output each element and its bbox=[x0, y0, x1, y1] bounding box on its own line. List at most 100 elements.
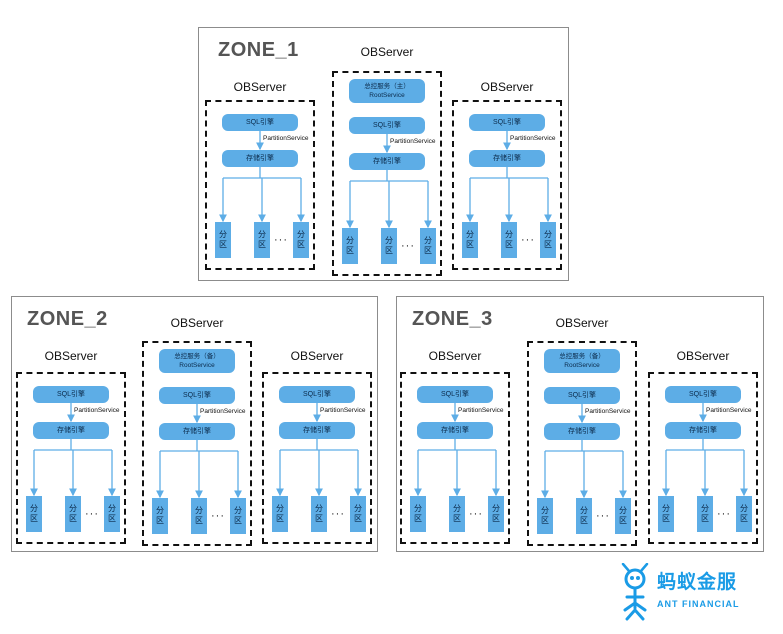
root-service-subtitle: RootService bbox=[369, 92, 405, 99]
partition-label-bottom: 区 bbox=[195, 516, 203, 525]
partition-label-bottom: 区 bbox=[234, 516, 242, 525]
partition-label-bottom: 区 bbox=[30, 514, 38, 523]
storage-engine-box: 存储引擎 bbox=[469, 150, 545, 167]
partition-label-bottom: 区 bbox=[315, 514, 323, 523]
zone-title: ZONE_1 bbox=[218, 39, 299, 61]
partition-label-top: 分 bbox=[544, 230, 552, 239]
partition-box: 分区 bbox=[350, 496, 366, 532]
observer-label: OBServer bbox=[233, 80, 287, 94]
partition-label-top: 分 bbox=[315, 504, 323, 513]
partition-box: 分区 bbox=[658, 496, 674, 532]
partition-box: 分区 bbox=[501, 222, 517, 258]
partition-box: 分区 bbox=[576, 498, 592, 534]
partition-box: 分区 bbox=[462, 222, 478, 258]
sql-engine-box: SQL引擎 bbox=[349, 117, 425, 134]
partition-label-top: 分 bbox=[69, 504, 77, 513]
partition-label-top: 分 bbox=[740, 504, 748, 513]
partition-label-bottom: 区 bbox=[466, 240, 474, 249]
root-service-box: 总控服务（备）RootService bbox=[159, 349, 235, 373]
partition-service-label: PartitionService bbox=[320, 407, 366, 414]
partition-service-label: PartitionService bbox=[200, 408, 246, 415]
partition-box: 分区 bbox=[342, 228, 358, 264]
partition-label-bottom: 区 bbox=[156, 516, 164, 525]
partition-box: 分区 bbox=[104, 496, 120, 532]
storage-engine-box: 存储引擎 bbox=[544, 423, 620, 440]
partition-label-bottom: 区 bbox=[108, 514, 116, 523]
storage-engine-box: 存储引擎 bbox=[159, 423, 235, 440]
partition-label-bottom: 区 bbox=[69, 514, 77, 523]
partition-box: 分区 bbox=[26, 496, 42, 532]
partition-label-top: 分 bbox=[424, 236, 432, 245]
observer-label: OBServer bbox=[555, 316, 609, 330]
storage-engine-box: 存储引擎 bbox=[279, 422, 355, 439]
partition-label-top: 分 bbox=[354, 504, 362, 513]
partition-label-top: 分 bbox=[156, 506, 164, 515]
observer-label: OBServer bbox=[170, 316, 224, 330]
ellipsis-dots: ··· bbox=[274, 234, 288, 246]
partition-label-top: 分 bbox=[258, 230, 266, 239]
partition-label-top: 分 bbox=[234, 506, 242, 515]
partition-label-bottom: 区 bbox=[385, 246, 393, 255]
partition-service-label: PartitionService bbox=[74, 407, 120, 414]
storage-engine-box: 存储引擎 bbox=[222, 150, 298, 167]
partition-service-label: PartitionService bbox=[263, 135, 309, 142]
partition-label-top: 分 bbox=[541, 506, 549, 515]
partition-label-top: 分 bbox=[580, 506, 588, 515]
partition-box: 分区 bbox=[537, 498, 553, 534]
observer-label: OBServer bbox=[360, 45, 414, 59]
partition-box: 分区 bbox=[615, 498, 631, 534]
partition-box: 分区 bbox=[736, 496, 752, 532]
partition-label-bottom: 区 bbox=[541, 516, 549, 525]
partition-label-bottom: 区 bbox=[492, 514, 500, 523]
sql-engine-box: SQL引擎 bbox=[33, 386, 109, 403]
storage-engine-box: 存储引擎 bbox=[665, 422, 741, 439]
ellipsis-dots: ··· bbox=[331, 508, 345, 520]
sql-engine-box: SQL引擎 bbox=[469, 114, 545, 131]
sql-engine-box: SQL引擎 bbox=[279, 386, 355, 403]
partition-service-label: PartitionService bbox=[585, 408, 631, 415]
partition-label-top: 分 bbox=[30, 504, 38, 513]
partition-label-top: 分 bbox=[662, 504, 670, 513]
zone-title: ZONE_3 bbox=[412, 308, 493, 330]
partition-box: 分区 bbox=[293, 222, 309, 258]
ellipsis-dots: ··· bbox=[717, 508, 731, 520]
partition-label-top: 分 bbox=[619, 506, 627, 515]
partition-service-label: PartitionService bbox=[510, 135, 556, 142]
partition-box: 分区 bbox=[65, 496, 81, 532]
partition-label-bottom: 区 bbox=[662, 514, 670, 523]
partition-box: 分区 bbox=[191, 498, 207, 534]
partition-box: 分区 bbox=[697, 496, 713, 532]
partition-label-bottom: 区 bbox=[701, 514, 709, 523]
observer-label: OBServer bbox=[428, 349, 482, 363]
ant-financial-logo: 蚂蚁金服 ANT FINANCIAL bbox=[615, 562, 765, 623]
partition-label-bottom: 区 bbox=[505, 240, 513, 249]
partition-service-label: PartitionService bbox=[706, 407, 752, 414]
storage-engine-box: 存储引擎 bbox=[33, 422, 109, 439]
partition-box: 分区 bbox=[230, 498, 246, 534]
partition-box: 分区 bbox=[152, 498, 168, 534]
partition-service-label: PartitionService bbox=[390, 138, 436, 145]
partition-label-bottom: 区 bbox=[219, 240, 227, 249]
partition-box: 分区 bbox=[410, 496, 426, 532]
root-service-title: 总控服务（备） bbox=[559, 353, 605, 360]
partition-label-top: 分 bbox=[505, 230, 513, 239]
partition-label-top: 分 bbox=[276, 504, 284, 513]
partition-label-bottom: 区 bbox=[580, 516, 588, 525]
ellipsis-dots: ··· bbox=[211, 510, 225, 522]
partition-label-bottom: 区 bbox=[258, 240, 266, 249]
partition-box: 分区 bbox=[381, 228, 397, 264]
partition-label-top: 分 bbox=[346, 236, 354, 245]
partition-box: 分区 bbox=[215, 222, 231, 258]
partition-label-top: 分 bbox=[297, 230, 305, 239]
ellipsis-dots: ··· bbox=[469, 508, 483, 520]
partition-label-bottom: 区 bbox=[740, 514, 748, 523]
observer-label: OBServer bbox=[676, 349, 730, 363]
root-service-box: 总控服务（主）RootService bbox=[349, 79, 425, 103]
partition-label-bottom: 区 bbox=[346, 246, 354, 255]
partition-box: 分区 bbox=[254, 222, 270, 258]
observer-label: OBServer bbox=[480, 80, 534, 94]
partition-label-bottom: 区 bbox=[276, 514, 284, 523]
partition-label-top: 分 bbox=[466, 230, 474, 239]
root-service-box: 总控服务（备）RootService bbox=[544, 349, 620, 373]
partition-box: 分区 bbox=[540, 222, 556, 258]
